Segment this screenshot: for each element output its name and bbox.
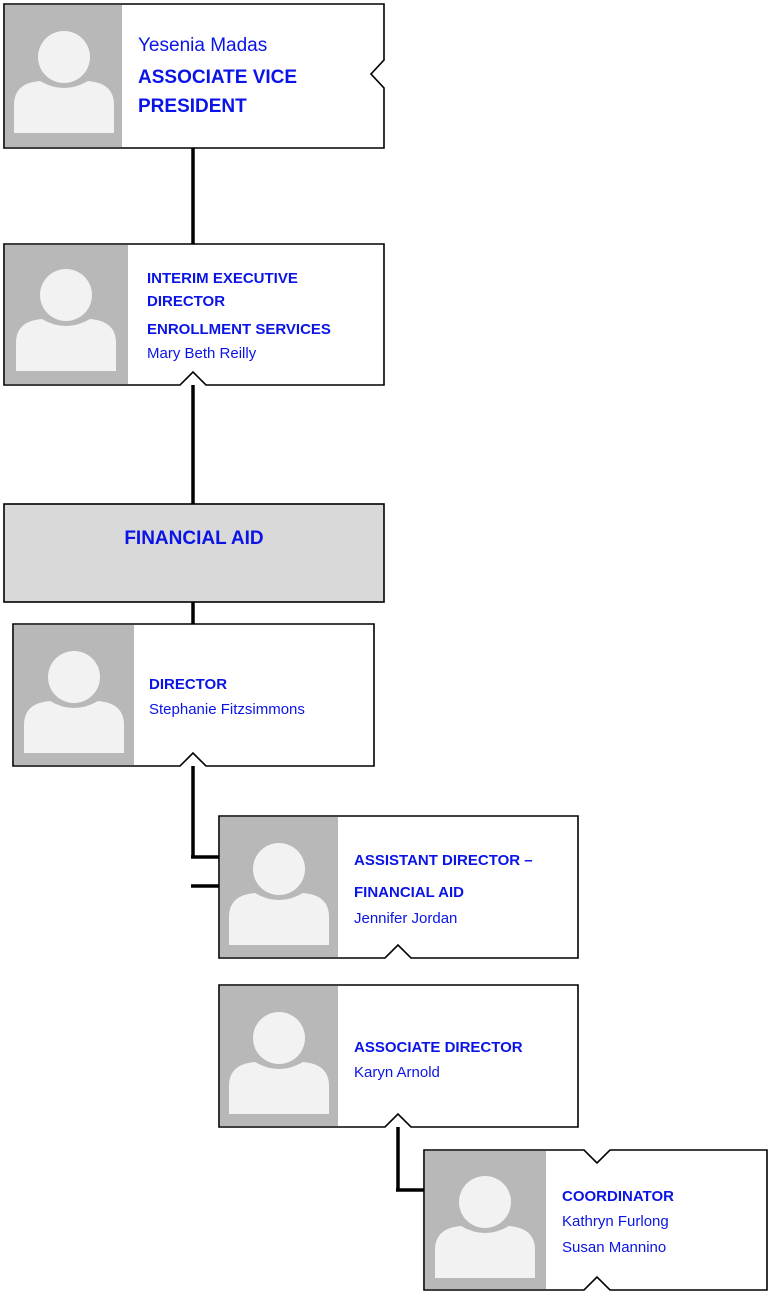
department-financial-aid[interactable]: FINANCIAL AID <box>3 503 385 603</box>
role-title: COORDINATOR <box>562 1188 674 1205</box>
role-title-line2: FINANCIAL AID <box>354 884 464 901</box>
connector-lines <box>191 148 424 1192</box>
card-associate-director[interactable]: ASSOCIATE DIRECTOR Karyn Arnold <box>218 984 579 1128</box>
person-name: Karyn Arnold <box>354 1064 440 1081</box>
role-title-line3: ENROLLMENT SERVICES <box>147 321 331 338</box>
card-associate-vice-president[interactable]: Yesenia Madas ASSOCIATE VICE PRESIDENT <box>3 3 385 149</box>
person-name: Yesenia Madas <box>138 35 267 56</box>
department-label: FINANCIAL AID <box>124 528 263 549</box>
department-box <box>3 503 385 603</box>
role-title-line1: ASSISTANT DIRECTOR – <box>354 852 533 869</box>
role-title-line1: ASSOCIATE VICE <box>138 67 297 88</box>
card-assistant-director[interactable]: ASSISTANT DIRECTOR – FINANCIAL AID Jenni… <box>218 815 579 959</box>
card-interim-executive-director[interactable]: INTERIM EXECUTIVE DIRECTOR ENROLLMENT SE… <box>3 243 385 386</box>
person-name-1: Kathryn Furlong <box>562 1213 669 1230</box>
card-director[interactable]: DIRECTOR Stephanie Fitzsimmons <box>12 623 375 767</box>
card-coordinator[interactable]: COORDINATOR Kathryn Furlong Susan Mannin… <box>423 1149 768 1291</box>
role-title-line1: INTERIM EXECUTIVE <box>147 270 298 287</box>
person-name: Mary Beth Reilly <box>147 345 257 362</box>
person-name: Jennifer Jordan <box>354 910 457 927</box>
role-title-line2: PRESIDENT <box>138 96 247 117</box>
role-title: DIRECTOR <box>149 676 227 693</box>
person-name: Stephanie Fitzsimmons <box>149 701 305 718</box>
person-name-2: Susan Mannino <box>562 1239 666 1256</box>
role-title-line2: DIRECTOR <box>147 293 225 310</box>
role-title: ASSOCIATE DIRECTOR <box>354 1039 523 1056</box>
